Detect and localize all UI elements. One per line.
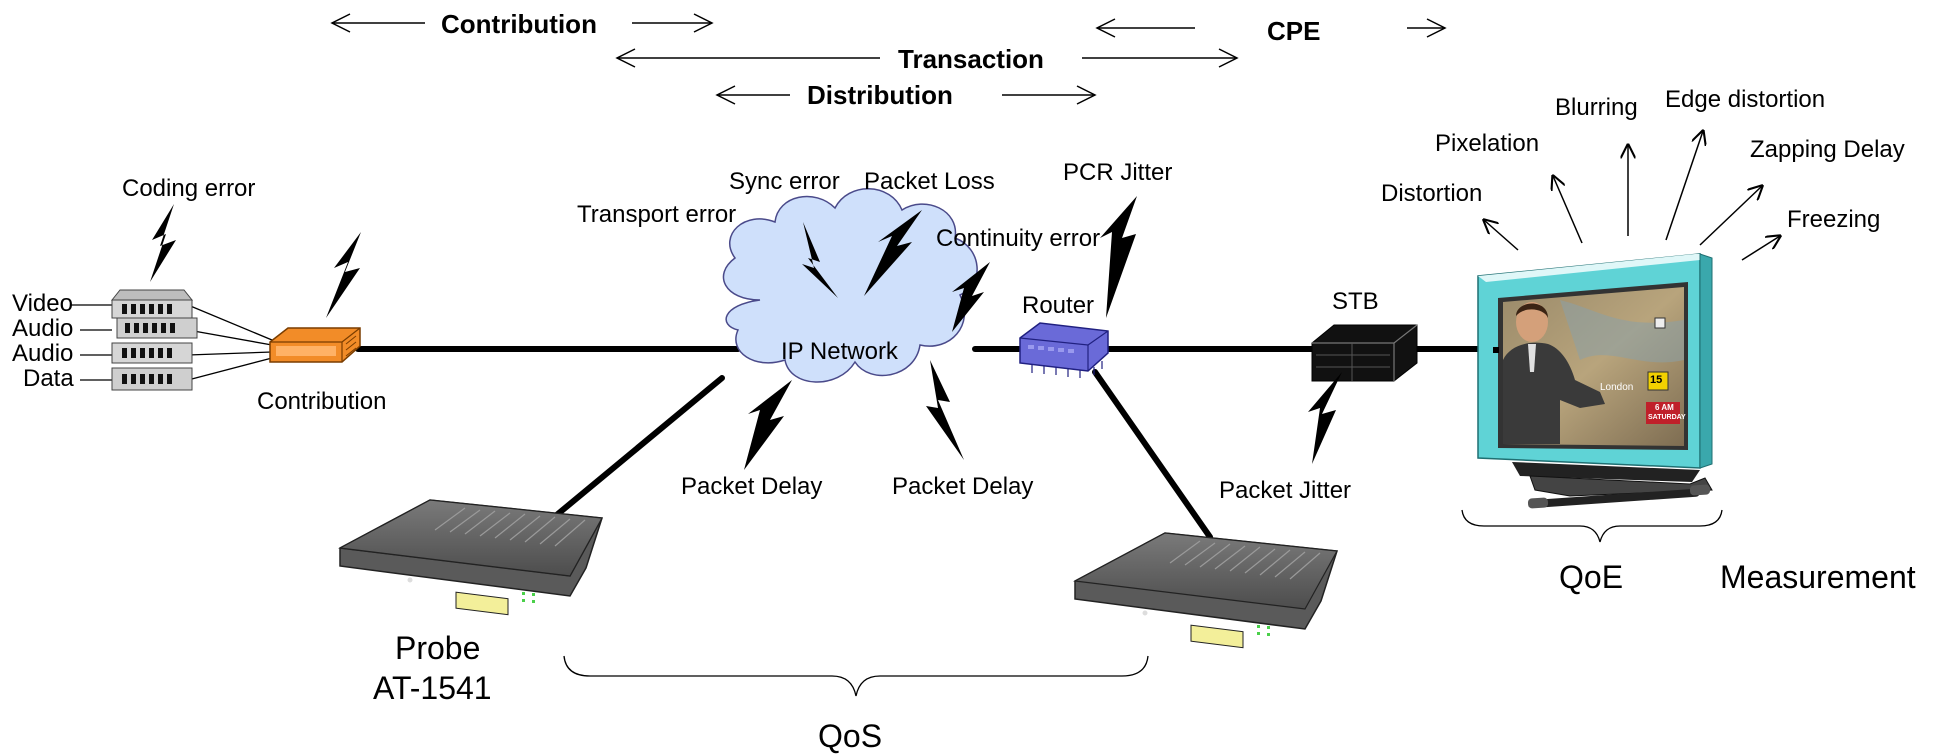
packet-delay-left-bolt-icon <box>744 380 792 470</box>
probe-device-left <box>338 499 603 616</box>
sync-error-label: Sync error <box>729 168 840 195</box>
packet-delay-right-bolt-icon <box>926 360 964 460</box>
cpe-span-arrow <box>1095 18 1447 38</box>
contribution-scope-label: Contribution <box>441 9 597 39</box>
packet-delay-label-right: Packet Delay <box>892 473 1034 500</box>
probe-model-label: AT-1541 <box>373 670 492 706</box>
qos-label: QoS <box>818 718 883 754</box>
source-data-label: Data <box>23 365 74 392</box>
qoe-freezing-label: Freezing <box>1787 206 1881 233</box>
qoe-label: QoE <box>1559 559 1624 595</box>
distribution-scope-label: Distribution <box>807 80 953 110</box>
transaction-span-arrow <box>615 48 1239 68</box>
cpe-scope-label: CPE <box>1267 16 1321 46</box>
packet-jitter-label: Packet Jitter <box>1219 477 1352 504</box>
packet-delay-label-left: Packet Delay <box>681 473 823 500</box>
transport-error-bolt-icon <box>802 222 838 298</box>
contribution-encoder-device <box>269 327 361 363</box>
tv-time-overlay: 6 AM <box>1655 403 1674 412</box>
transport-error-label: Transport error <box>577 201 737 228</box>
lightning-bolts <box>150 196 1342 470</box>
ip-network-label: IP Network <box>781 338 898 365</box>
coding-error-bolt-icon <box>150 204 176 282</box>
continuity-error-label: Continuity error <box>936 225 1101 252</box>
qoe-edge-distortion-label: Edge distortion <box>1665 86 1826 113</box>
router-device <box>1019 322 1109 378</box>
distribution-span-arrow <box>715 85 1097 105</box>
packet-jitter-bolt-icon <box>1308 372 1342 464</box>
source-server-stack <box>110 289 198 391</box>
qoe-blurring-label: Blurring <box>1555 94 1638 121</box>
coding-error-label: Coding error <box>122 175 256 202</box>
ip-network-cloud <box>722 188 978 383</box>
transaction-scope-label: Transaction <box>898 44 1044 74</box>
qoe-zapping-delay-label: Zapping Delay <box>1750 136 1905 163</box>
router-label: Router <box>1022 292 1095 319</box>
probe-name-label: Probe <box>395 630 481 666</box>
packet-loss-label: Packet Loss <box>864 168 995 195</box>
tv-day-overlay: SATURDAY <box>1648 414 1686 421</box>
contribution-node-label: Contribution <box>257 388 387 415</box>
measurement-label: Measurement <box>1720 559 1916 595</box>
source-audio-label-1: Audio <box>12 315 74 342</box>
source-fanin-lines <box>70 304 273 381</box>
source-video-label: Video <box>12 290 73 317</box>
packet-loss-bolt-icon <box>864 210 922 296</box>
encoder-bolt-icon <box>326 232 361 318</box>
probe-device-right <box>1073 532 1338 649</box>
qoe-pixelation-label: Pixelation <box>1435 130 1540 157</box>
pcr-jitter-label: PCR Jitter <box>1063 159 1173 186</box>
network-links <box>355 346 1493 540</box>
qoe-distortion-label: Distortion <box>1381 180 1483 207</box>
contribution-span-arrow <box>330 13 714 33</box>
continuity-error-bolt-icon <box>952 262 990 332</box>
qos-brace <box>563 655 1149 697</box>
pcr-jitter-bolt-icon <box>1100 196 1137 318</box>
source-audio-label-2: Audio <box>12 340 74 367</box>
tv-city-overlay: London <box>1600 382 1634 393</box>
set-top-box-device <box>1311 324 1418 382</box>
tv-badge-overlay: 15 <box>1650 374 1663 386</box>
qoe-effect-arrows <box>1484 131 1780 261</box>
tv-monitor <box>1477 253 1713 509</box>
qoe-brace <box>1461 509 1723 543</box>
stb-label: STB <box>1332 288 1379 315</box>
